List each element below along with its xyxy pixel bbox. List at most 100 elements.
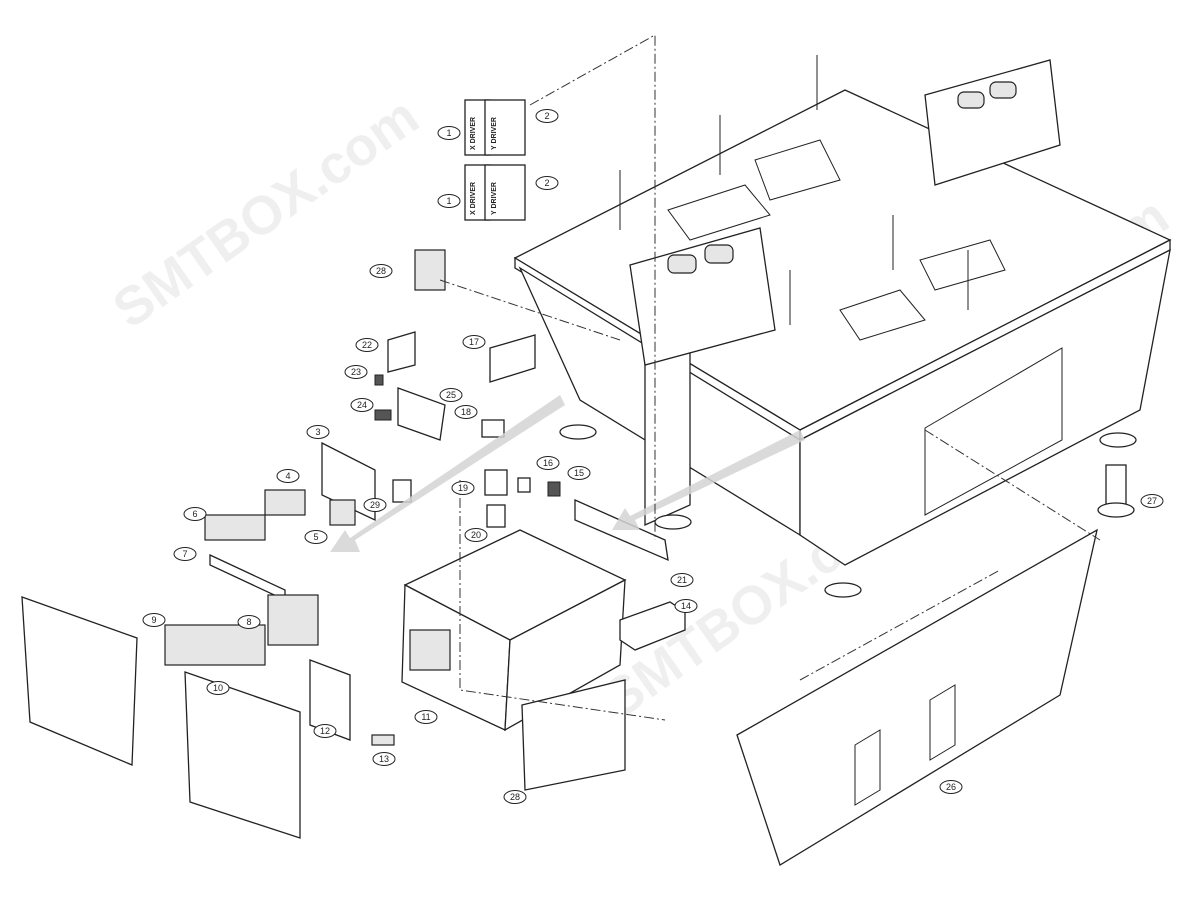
- callout-bubble: [206, 681, 230, 695]
- callout-bubble: [939, 780, 963, 794]
- part-18: [481, 419, 505, 438]
- part-14-box: [619, 601, 686, 651]
- part-15: [547, 481, 561, 497]
- part-19: [484, 469, 508, 496]
- frame-rear-block: [924, 59, 1061, 186]
- callout-number: 25: [446, 390, 456, 400]
- callout-bubble: [306, 425, 330, 439]
- callout-part-3: 3: [306, 425, 330, 439]
- callout-number: 2: [544, 178, 549, 188]
- part-26-side-cover: [736, 528, 1098, 866]
- part-6-valves: [204, 514, 266, 541]
- machine-frame: [513, 55, 1172, 598]
- callout-number: 28: [510, 792, 520, 802]
- side-access-opening: [924, 347, 1063, 516]
- callout-part-8: 8: [237, 615, 261, 629]
- callout-number: 20: [471, 530, 481, 540]
- callout-number: 23: [351, 367, 361, 377]
- y-driver-label: Y DRIVER: [491, 182, 498, 215]
- part-27-leveling-foot: [1097, 464, 1135, 518]
- callout-part-24: 24: [350, 398, 374, 412]
- callout-number: 22: [362, 340, 372, 350]
- leveling-foot: [1099, 432, 1137, 448]
- callout-part-6: 6: [183, 507, 207, 521]
- callout-part-5: 5: [304, 530, 328, 544]
- part-28-bracket: [521, 679, 626, 791]
- callout-bubble: [414, 710, 438, 724]
- part-22-plate: [387, 331, 416, 373]
- callout-bubble: [237, 615, 261, 629]
- callout-part-28: 28: [503, 790, 527, 804]
- callout-bubble: [173, 547, 197, 561]
- callout-part-7: 7: [173, 547, 197, 561]
- part-20: [486, 504, 506, 528]
- callout-bubble: [464, 528, 488, 542]
- callout-number: 10: [213, 683, 223, 693]
- callout-number: 28: [376, 266, 386, 276]
- side-panel: [184, 671, 301, 839]
- callout-number: 15: [574, 468, 584, 478]
- callout-number: 6: [192, 509, 197, 519]
- callout-bubble: [674, 599, 698, 613]
- assembly-direction-arrow: [612, 430, 805, 530]
- part-4-valve-manifold: [264, 489, 306, 516]
- side-panel: [21, 596, 138, 766]
- leveling-foot: [824, 582, 862, 598]
- callout-part-25: 25: [439, 388, 463, 402]
- leveling-foot: [654, 514, 692, 530]
- part-29: [392, 479, 412, 503]
- frame-right-side: [799, 248, 1171, 566]
- callout-part-28: 28: [369, 264, 393, 278]
- callout-number: 1: [446, 196, 451, 206]
- callout-layer: 1212282223252417183429191615206572189101…: [142, 109, 1164, 804]
- part-25-cover: [397, 387, 446, 441]
- callout-part-29: 29: [363, 498, 387, 512]
- callout-number: 12: [320, 726, 330, 736]
- callout-bubble: [355, 338, 379, 352]
- part-17-box: [489, 334, 536, 383]
- callout-part-12: 12: [313, 724, 337, 738]
- callout-part-4: 4: [276, 469, 300, 483]
- part-16: [517, 477, 531, 493]
- callout-bubble: [503, 790, 527, 804]
- callout-bubble: [437, 194, 461, 208]
- assembly-direction-arrow: [330, 395, 565, 552]
- callout-bubble: [536, 456, 560, 470]
- callout-part-22: 22: [355, 338, 379, 352]
- callout-number: 7: [182, 549, 187, 559]
- callout-number: 13: [379, 754, 389, 764]
- callout-bubble: [439, 388, 463, 402]
- callout-part-18: 18: [454, 405, 478, 419]
- callout-part-27: 27: [1140, 494, 1164, 508]
- callout-part-10: 10: [206, 681, 230, 695]
- callout-part-15: 15: [567, 466, 591, 480]
- callout-bubble: [670, 573, 694, 587]
- callout-part-19: 19: [451, 481, 475, 495]
- leveling-foot: [559, 424, 597, 440]
- callout-number: 5: [313, 532, 318, 542]
- driver-units: X DRIVER Y DRIVER X DRIVER Y DRIVER: [464, 99, 526, 221]
- part-13: [371, 734, 395, 746]
- callout-part-17: 17: [462, 335, 486, 349]
- x-driver-label: X DRIVER: [470, 117, 477, 150]
- callout-part-1: 1: [437, 126, 461, 140]
- callout-bubble: [183, 507, 207, 521]
- callout-number: 11: [421, 712, 430, 722]
- callout-number: 2: [544, 111, 549, 121]
- callout-bubble: [369, 264, 393, 278]
- y-driver-label: Y DRIVER: [491, 117, 498, 150]
- callout-part-13: 13: [372, 752, 396, 766]
- callout-part-16: 16: [536, 456, 560, 470]
- callout-bubble: [276, 469, 300, 483]
- watermark: SMTBOX.com: [102, 86, 429, 340]
- callout-part-2: 2: [535, 109, 559, 123]
- assembly-lines: [439, 34, 1101, 721]
- callout-number: 27: [1147, 496, 1157, 506]
- callout-number: 19: [458, 483, 468, 493]
- part-12-panel: [309, 659, 351, 741]
- callout-part-20: 20: [464, 528, 488, 542]
- callout-bubble: [304, 530, 328, 544]
- callout-bubble: [462, 335, 486, 349]
